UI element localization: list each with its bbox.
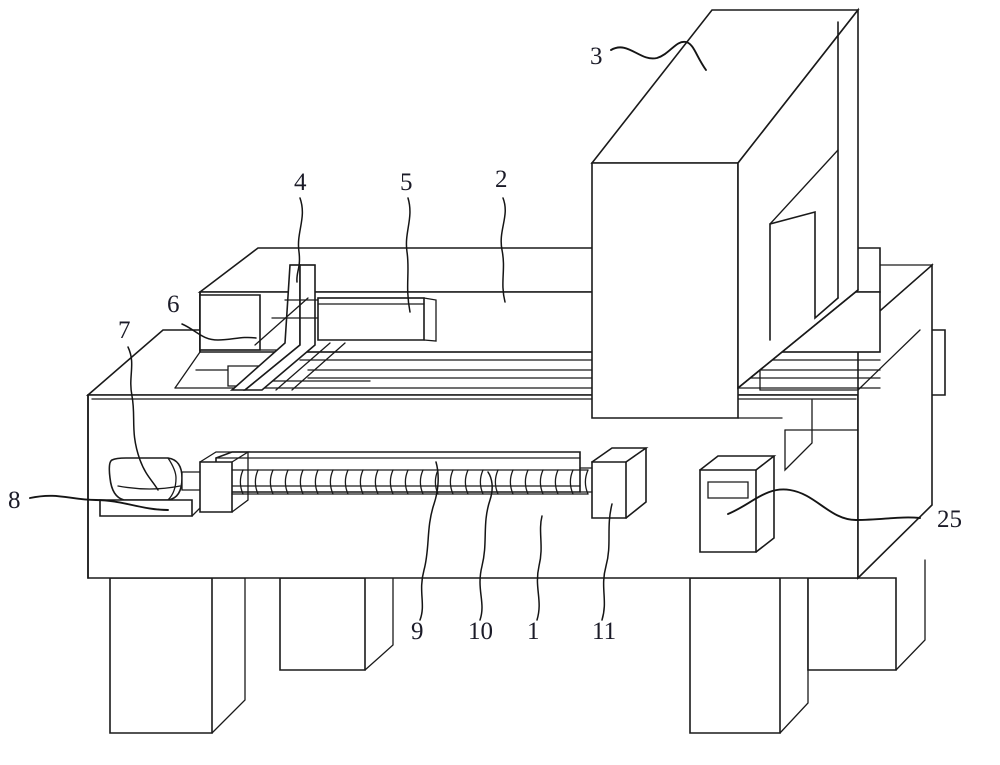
- lead-screw-thread: [329, 469, 334, 495]
- leader-line-9: [419, 461, 439, 621]
- lead-screw-thread: [524, 469, 529, 495]
- rear-right-leg-bevel: [895, 559, 926, 671]
- reference-numeral-cross-beam: 2: [495, 166, 508, 193]
- reference-numeral-work-table: 1: [527, 618, 540, 645]
- table-legs: [109, 559, 926, 734]
- lead-screw-thread: [464, 469, 469, 495]
- bearing-block-front: [591, 461, 627, 519]
- lead-screw-thread: [494, 469, 499, 495]
- lead-screw-thread: [569, 469, 574, 495]
- reference-numeral-control-cabinet: 25: [937, 506, 962, 533]
- angled-bracket-slant-1: [254, 297, 309, 346]
- reference-numeral-lead-screw-cover: 9: [411, 618, 424, 645]
- left-bearing-block-right-bevel: [231, 451, 249, 513]
- lead-screw-thread: [299, 469, 304, 495]
- lead-screw-thread: [374, 469, 379, 495]
- leader-line-2: [500, 197, 506, 303]
- cross-beam-left-end-bottom: [174, 351, 201, 389]
- lead-screw-thread: [479, 469, 484, 495]
- leader-lines: [29, 40, 921, 621]
- rear-right-leg: [807, 577, 897, 671]
- front-right-leg: [689, 577, 781, 734]
- lead-screw-thread: [254, 469, 259, 495]
- angled-bracket-slant-2: [275, 342, 331, 391]
- lead-screw-cover: [215, 451, 581, 493]
- reference-numeral-angled-bracket: 4: [294, 169, 307, 196]
- slide-block-right-end: [423, 297, 437, 342]
- drive-motor-body: [108, 457, 183, 501]
- lead-screw-thread: [404, 469, 409, 495]
- mid-left-leg-bevel: [364, 577, 394, 671]
- left-bearing-block-front: [199, 461, 233, 513]
- leader-line-7: [127, 346, 159, 491]
- lead-screw-thread: [539, 469, 544, 495]
- gantry-fin-diag: [769, 149, 839, 225]
- drive-motor-end-cap: [167, 457, 177, 501]
- lead-screw-thread: [284, 469, 289, 495]
- angled-bracket-slant-3: [291, 342, 346, 391]
- gantry-front-face: [591, 162, 739, 419]
- front-left-leg: [109, 577, 213, 734]
- leader-line-11: [601, 503, 613, 621]
- reference-numeral-gantry-column: 3: [590, 43, 603, 70]
- gantry-column: [590, 7, 860, 419]
- work-table-notch-vee: [784, 399, 813, 472]
- lead-screw-thread: [359, 469, 364, 495]
- leader-line-5: [405, 197, 411, 313]
- lead-screw-thread: [344, 469, 349, 495]
- leader-line-3: [610, 40, 707, 71]
- leader-line-1: [536, 515, 543, 621]
- control-cabinet-top-face: [699, 455, 777, 471]
- front-right-leg-bevel: [779, 577, 809, 734]
- gantry-rear-fin-inner: [769, 210, 839, 341]
- leader-line-25: [727, 488, 921, 521]
- support-block-front: [199, 294, 261, 351]
- control-cabinet: [699, 455, 777, 553]
- control-cabinet-right-face: [755, 455, 775, 553]
- front-left-leg-bevel: [211, 577, 246, 734]
- leader-line-8: [29, 494, 169, 511]
- bearing-block-top-bevel: [591, 447, 649, 463]
- left-bearing-block-top-bevel: [199, 451, 251, 463]
- lead-screw-thread: [554, 469, 559, 495]
- lead-screw-thread: [314, 469, 319, 495]
- lead-screw-thread: [389, 469, 394, 495]
- mid-left-leg: [279, 577, 366, 671]
- reference-numeral-support-block: 6: [167, 291, 180, 318]
- control-cabinet-display: [707, 481, 749, 499]
- lead-screw-thread: [509, 469, 514, 495]
- bearing-block-right-bevel: [625, 447, 647, 519]
- work-table-rear-shelf-a: [857, 329, 921, 391]
- angled-bracket: [229, 264, 346, 391]
- lead-screw-thread: [449, 469, 454, 495]
- lead-screw-thread: [239, 469, 244, 495]
- drive-motor-seam: [117, 485, 181, 490]
- left-bearing-bore: [231, 469, 244, 495]
- leader-line-6: [181, 323, 257, 341]
- slide-block: [317, 297, 437, 342]
- lead-screw-thread: [269, 469, 274, 495]
- lead-screw-thread: [419, 469, 424, 495]
- bearing-block-bore-line: [579, 467, 593, 493]
- bearing-block: [579, 447, 649, 519]
- leader-line-10: [479, 471, 493, 621]
- reference-numeral-lead-screw: 10: [468, 618, 493, 645]
- reference-numeral-motor-base-plate: 8: [8, 487, 21, 514]
- reference-numeral-bearing-block: 11: [592, 618, 616, 645]
- reference-numeral-slide-block: 5: [400, 169, 413, 196]
- gantry-base-edge: [737, 289, 859, 389]
- reference-numeral-drive-motor: 7: [118, 317, 131, 344]
- left-bearing-block: [199, 451, 251, 513]
- leader-line-4: [296, 197, 304, 283]
- motor-base-plate: [99, 497, 203, 517]
